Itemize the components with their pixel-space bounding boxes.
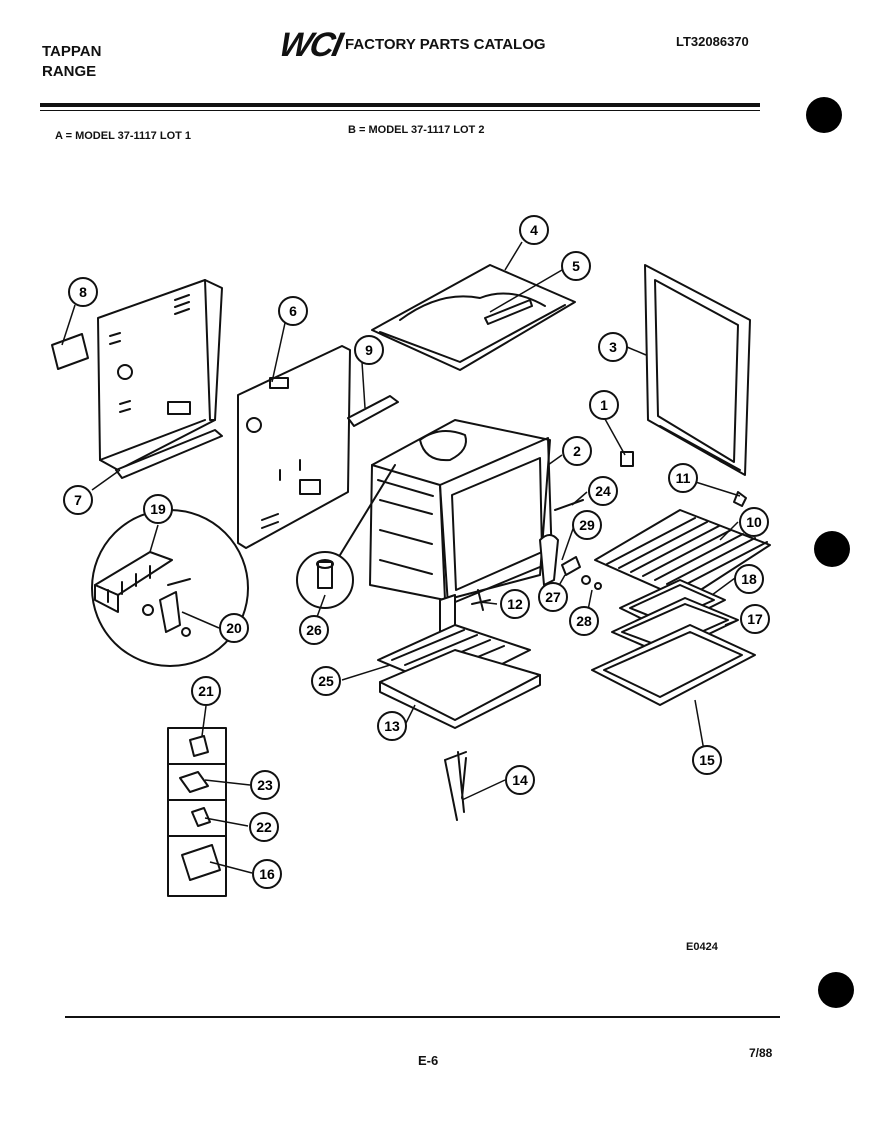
part-oven-body	[369, 419, 553, 651]
callout-9: 9	[354, 335, 384, 365]
callout-27: 27	[538, 582, 568, 612]
svg-text:2: 2	[573, 443, 581, 459]
svg-text:9: 9	[365, 342, 373, 358]
svg-text:15: 15	[699, 752, 715, 768]
callout-24: 24	[588, 476, 618, 506]
callout-10: 10	[739, 507, 769, 537]
part-knob	[620, 451, 634, 467]
callout-8: 8	[68, 277, 98, 307]
svg-text:1: 1	[600, 397, 608, 413]
part-bracket	[347, 395, 399, 427]
part-hook	[733, 491, 747, 507]
header-rule-thin	[40, 110, 760, 111]
catalog-title: FACTORY PARTS CATALOG	[345, 36, 546, 53]
svg-text:22: 22	[256, 819, 272, 835]
svg-text:3: 3	[609, 339, 617, 355]
svg-text:5: 5	[572, 258, 580, 274]
callout-25: 25	[311, 666, 341, 696]
footer-rule	[65, 1016, 780, 1018]
page-number: E-6	[418, 1053, 439, 1068]
svg-text:29: 29	[579, 517, 595, 533]
callout-7: 7	[63, 485, 93, 515]
svg-text:23: 23	[257, 777, 273, 793]
model-b-label: B = MODEL 37-1117 LOT 2	[348, 124, 485, 136]
leader-lines	[61, 241, 741, 874]
callout-15: 15	[692, 745, 722, 775]
header-rule	[40, 103, 760, 107]
part-drawer	[379, 649, 541, 729]
brand-block: TAPPAN RANGE	[42, 42, 101, 82]
svg-text:16: 16	[259, 866, 275, 882]
callout-22: 22	[249, 812, 279, 842]
model-a-label: A = MODEL 37-1117 LOT 1	[55, 130, 192, 142]
svg-text:6: 6	[289, 303, 297, 319]
svg-text:28: 28	[576, 613, 592, 629]
svg-text:7: 7	[74, 492, 82, 508]
callout-29: 29	[572, 510, 602, 540]
part-small-plate	[51, 333, 89, 370]
callout-16: 16	[252, 859, 282, 889]
callout-12: 12	[500, 589, 530, 619]
product-type: RANGE	[42, 63, 97, 80]
callout-26: 26	[299, 615, 329, 645]
svg-text:24: 24	[595, 483, 611, 499]
svg-text:21: 21	[198, 683, 214, 699]
part-door	[644, 264, 751, 476]
svg-text:25: 25	[318, 673, 334, 689]
svg-text:14: 14	[512, 772, 528, 788]
callout-2: 2	[562, 436, 592, 466]
callout-23: 23	[250, 770, 280, 800]
part-oven-rack	[594, 509, 771, 601]
svg-text:20: 20	[226, 620, 242, 636]
part-inner-back	[237, 345, 351, 549]
svg-text:11: 11	[676, 470, 691, 486]
callout-5: 5	[561, 251, 591, 281]
part-switch-stack	[167, 727, 227, 897]
svg-text:12: 12	[507, 596, 523, 612]
callout-14: 14	[505, 765, 535, 795]
svg-text:18: 18	[741, 571, 757, 587]
part-leveler	[444, 751, 467, 821]
svg-text:8: 8	[79, 284, 87, 300]
callout-11: 11	[668, 463, 698, 493]
part-hinge-hardware	[539, 534, 602, 590]
callout-3: 3	[598, 332, 628, 362]
document-number: LT32086370	[676, 34, 749, 49]
callout-13: 13	[377, 711, 407, 741]
callout-4: 4	[519, 215, 549, 245]
callout-18: 18	[734, 564, 764, 594]
callout-19: 19	[143, 494, 173, 524]
callout-28: 28	[569, 606, 599, 636]
callout-6: 6	[278, 296, 308, 326]
inset-switch-block	[91, 509, 249, 667]
callout-1: 1	[589, 390, 619, 420]
svg-text:10: 10	[746, 514, 762, 530]
svg-text:4: 4	[530, 222, 538, 238]
binder-hole-top	[806, 97, 842, 133]
svg-text:13: 13	[384, 718, 400, 734]
callout-17: 17	[740, 604, 770, 634]
part-pin	[554, 499, 584, 511]
revision-date: 7/88	[749, 1046, 773, 1060]
svg-text:19: 19	[150, 501, 166, 517]
binder-hole-middle	[814, 531, 850, 567]
brand-name: TAPPAN	[42, 43, 102, 60]
svg-text:26: 26	[306, 622, 322, 638]
part-outer-frame	[591, 624, 756, 706]
callout-bubbles: 8 7 6 9 4 5 3 1 2 24 11 10 29 27 28 18 1…	[63, 215, 770, 889]
binder-hole-bottom	[818, 972, 854, 1008]
part-back-panel	[97, 279, 223, 479]
figure-code: E0424	[686, 941, 718, 953]
inset-element	[296, 464, 396, 609]
svg-text:17: 17	[747, 611, 763, 627]
callout-20: 20	[219, 613, 249, 643]
svg-text:27: 27	[545, 589, 561, 605]
callout-21: 21	[191, 676, 221, 706]
